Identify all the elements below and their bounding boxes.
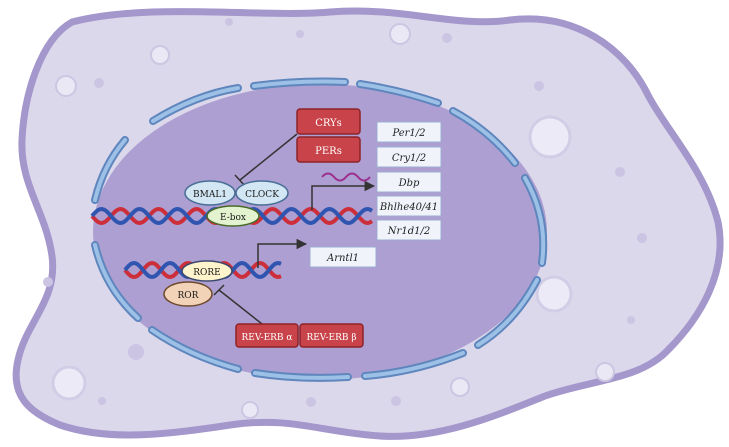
vesicle <box>51 365 87 401</box>
vesicle <box>128 344 144 360</box>
pers-label: PERs <box>315 146 342 157</box>
rore-label: RORE <box>193 268 221 278</box>
clock-label: CLOCK <box>245 190 279 200</box>
vesicle <box>615 167 625 177</box>
gene-label: Arntl1 <box>326 253 359 264</box>
vesicle <box>241 401 259 419</box>
gene-box-cry: Cry1/2 <box>376 146 442 168</box>
vesicle <box>225 18 233 26</box>
vesicle <box>442 33 452 43</box>
target-gene-list: Per1/2 Cry1/2 Dbp Bhlhe40/41 Nr1d1/2 <box>376 121 442 241</box>
vesicle <box>306 397 316 407</box>
gene-label: Nr1d1/2 <box>387 226 430 237</box>
vesicle <box>98 397 106 405</box>
rev-erb-beta-label: REV-ERB β <box>306 333 356 343</box>
bmal1-protein: BMAL1 <box>184 180 236 206</box>
ebox-element: E-box <box>206 205 260 227</box>
crys-label: CRYs <box>315 118 342 129</box>
rev-erb-beta-box: REV-ERB β <box>299 323 364 348</box>
ebox-label: E-box <box>220 213 246 223</box>
activation-arrow-icon <box>257 238 308 268</box>
vesicle <box>43 277 53 287</box>
pers-box: PERs <box>296 136 361 163</box>
gene-box-arntl1: Arntl1 <box>309 246 377 268</box>
rev-erb-alpha-label: REV-ERB α <box>242 333 293 343</box>
vesicle <box>637 233 647 243</box>
mrna-wave-icon <box>321 172 371 182</box>
rore-element: RORE <box>181 260 233 282</box>
gene-box-per: Per1/2 <box>376 121 442 143</box>
cytoplasm-vesicles <box>43 18 647 419</box>
rev-erb-alpha-box: REV-ERB α <box>235 323 299 348</box>
vesicle <box>150 45 170 65</box>
ror-protein: ROR <box>163 281 213 307</box>
clock-protein: CLOCK <box>235 180 289 206</box>
gene-label: Bhlhe40/41 <box>379 202 438 213</box>
gene-box-nr1d: Nr1d1/2 <box>376 219 442 241</box>
crys-box: CRYs <box>296 108 361 135</box>
inhibition-tbar-icon <box>213 284 263 325</box>
vesicle <box>94 78 104 88</box>
vesicle <box>528 115 572 159</box>
vesicle <box>389 23 411 45</box>
bmal1-label: BMAL1 <box>193 190 227 200</box>
vesicle <box>534 81 544 91</box>
vesicle <box>450 377 470 397</box>
vesicle <box>296 30 304 38</box>
vesicle <box>391 396 401 406</box>
ror-label: ROR <box>178 291 199 301</box>
gene-box-bhlhe: Bhlhe40/41 <box>376 195 442 217</box>
activation-arrow-icon <box>311 180 376 210</box>
gene-label: Dbp <box>398 178 420 189</box>
gene-box-dbp: Dbp <box>376 171 442 193</box>
vesicle <box>627 316 635 324</box>
vesicle <box>55 75 77 97</box>
gene-label: Cry1/2 <box>392 153 426 164</box>
vesicle <box>595 362 615 382</box>
gene-label: Per1/2 <box>391 128 425 139</box>
vesicle <box>535 275 573 313</box>
